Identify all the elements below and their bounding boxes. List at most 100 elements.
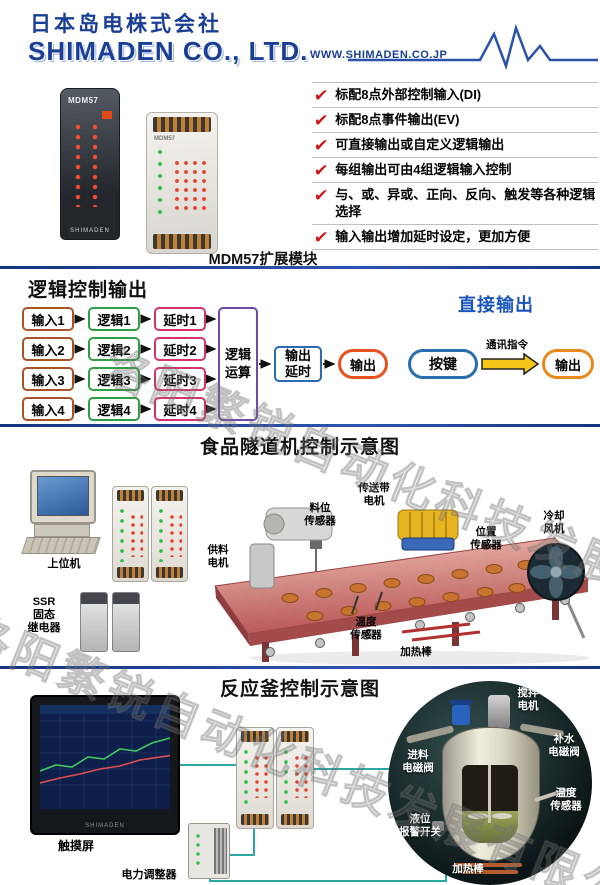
red-led-grid xyxy=(129,513,143,557)
red-led-grid xyxy=(253,754,268,798)
module-brand-label: SHIMADEN xyxy=(70,228,110,234)
checkmark-icon: ✔ xyxy=(313,86,330,105)
controller-module xyxy=(276,727,314,829)
impeller-blade xyxy=(468,813,488,819)
green-led-column xyxy=(155,147,165,219)
checkmark-icon: ✔ xyxy=(313,227,330,247)
ssr-cap xyxy=(113,593,139,604)
hmi-brand-label: SHIMADEN xyxy=(85,823,125,829)
regulator-led-column xyxy=(194,832,202,866)
tunnel-section-title: 食品隧道机控制示意图 xyxy=(199,437,400,458)
terminal-strip-top xyxy=(153,117,211,132)
module-led-grid xyxy=(73,123,107,207)
belt-motor-icon xyxy=(397,509,459,541)
logic-box-2: 逻辑2 xyxy=(88,337,140,361)
feature-item: ✔ 可直接输出或自定义逻辑输出 xyxy=(312,133,598,158)
temp-sensor-icon xyxy=(351,595,359,615)
feature-text: 每组输出可由4组逻辑输入控制 xyxy=(335,162,512,177)
logic-section-title: 逻辑控制输出 xyxy=(28,280,149,301)
output-oval: 输出 xyxy=(338,349,388,379)
heartbeat-line-icon xyxy=(348,23,598,71)
power-regulator-label: 电力调整器 xyxy=(121,869,177,881)
heater-rod-icon xyxy=(462,870,518,874)
direct-output-oval: 输出 xyxy=(542,349,594,379)
website-url: WWW.SHIMADEN.CO.JP xyxy=(310,49,448,61)
cooling-fan-icon xyxy=(527,543,585,601)
feature-text: 标配8点外部控制输入(DI) xyxy=(335,87,482,102)
stir-motor-label: 搅拌 电机 xyxy=(517,687,539,712)
touchscreen-hmi: SHIMADEN xyxy=(30,695,180,835)
checkmark-icon: ✔ xyxy=(313,136,330,155)
feature-item: ✔ 标配8点外部控制输入(DI) xyxy=(312,83,598,108)
logic-box-3: 逻辑3 xyxy=(88,367,140,391)
logic-box-1: 逻辑1 xyxy=(88,307,140,331)
terminal-strip-top xyxy=(281,731,309,742)
delay-box-2: 延时2 xyxy=(154,337,206,361)
host-computer-monitor xyxy=(30,470,96,524)
water-valve-label: 补水 电磁阀 xyxy=(548,733,580,758)
level-switch-icon xyxy=(432,821,444,831)
direct-output-title: 直接输出 xyxy=(458,295,534,315)
feature-item: ✔ 输入输出增加延时设定，更加方便 xyxy=(312,225,598,250)
terminal-strip-bottom xyxy=(153,234,211,249)
terminal-strip-bottom xyxy=(117,567,144,578)
delay-box-1: 延时1 xyxy=(154,307,206,331)
level-sensor-label: 料位 传感器 xyxy=(304,502,336,527)
red-led-grid xyxy=(293,754,308,798)
delay-box-4: 延时4 xyxy=(154,397,206,421)
feature-text: 与、或、异或、正向、反向、触发等各种逻辑选择 xyxy=(335,187,596,219)
product-section: MDM57 SHIMADEN MDM57 MDM57扩展模块 ✔标配8点外部控制… xyxy=(0,80,600,268)
ssr-cap xyxy=(81,593,107,604)
terminal-strip-top xyxy=(156,490,183,501)
terminal-strip-bottom xyxy=(156,567,183,578)
checkmark-icon: ✔ xyxy=(313,161,330,180)
red-led-grid xyxy=(173,159,209,211)
module-model-label: MDM57 xyxy=(68,96,99,105)
heater-rod-icon xyxy=(401,622,471,634)
feature-list: ✔ 标配8点外部控制输入(DI) ✔标配8点事件输出(EV) ✔ 可直接输出或自定义… xyxy=(312,82,598,250)
host-computer-tower xyxy=(34,524,90,537)
reactor-section: 反应釜控制示意图 xyxy=(0,669,600,885)
ssr-relay xyxy=(112,592,140,652)
output-delay-box: 输出 延时 xyxy=(274,346,322,382)
input-box-4: 输入4 xyxy=(22,397,74,421)
section-divider xyxy=(0,424,600,427)
feature-item: ✔标配8点事件输出(EV) xyxy=(312,108,598,133)
tunnel-scene-graphic xyxy=(214,507,590,665)
level-switch-label: 液位 报警开关 xyxy=(399,813,441,838)
mdm57-module-photo: MDM57 SHIMADEN xyxy=(60,88,120,240)
section-divider xyxy=(0,666,600,669)
position-sensor-label: 位置 传感器 xyxy=(470,526,502,551)
terminal-strip-bottom xyxy=(241,814,269,825)
feed-valve-label: 进料 电磁阀 xyxy=(402,749,434,774)
green-led-column xyxy=(282,747,290,809)
module-model-label: MDM57 xyxy=(154,136,176,142)
heater-rod-icon xyxy=(454,863,522,867)
module-led-tag xyxy=(102,111,112,119)
controller-module xyxy=(151,486,188,582)
delay-box-3: 延时3 xyxy=(154,367,206,391)
temp-sensor-label: 温度 传感器 xyxy=(350,616,382,641)
heater-label: 加热棒 xyxy=(400,646,432,658)
heater-label: 加热棒 xyxy=(452,863,484,875)
ssr-relay xyxy=(80,592,108,652)
feature-text: 输入输出增加延时设定，更加方便 xyxy=(335,228,531,244)
green-led-column xyxy=(118,506,126,562)
controller-module xyxy=(236,727,274,829)
regulator-heatsink xyxy=(214,828,227,874)
feeder-hopper-icon xyxy=(249,543,275,589)
belt-motor-label: 传送带 电机 xyxy=(358,482,390,507)
food-items xyxy=(281,560,535,621)
impeller-blade xyxy=(492,813,512,819)
cooling-fan-label: 冷却 风机 xyxy=(543,510,565,535)
reactor-section-title: 反应釜控制示意图 xyxy=(219,679,380,700)
trend-chart-graphic xyxy=(40,705,170,809)
logic-section: 逻辑控制输出 输入1 输入2 输入3 输入4 逻辑1 逻辑2 逻辑3 逻辑 xyxy=(0,269,600,424)
company-name-cn: 日本岛电株式会社 xyxy=(30,13,222,36)
feature-item: ✔与、或、异或、正向、反向、触发等各种逻辑选择 xyxy=(312,183,598,225)
section-divider xyxy=(0,266,600,269)
feature-text: 可直接输出或自定义逻辑输出 xyxy=(335,137,505,152)
input-box-3: 输入3 xyxy=(22,367,74,391)
stirrer-motor-icon xyxy=(488,695,510,729)
